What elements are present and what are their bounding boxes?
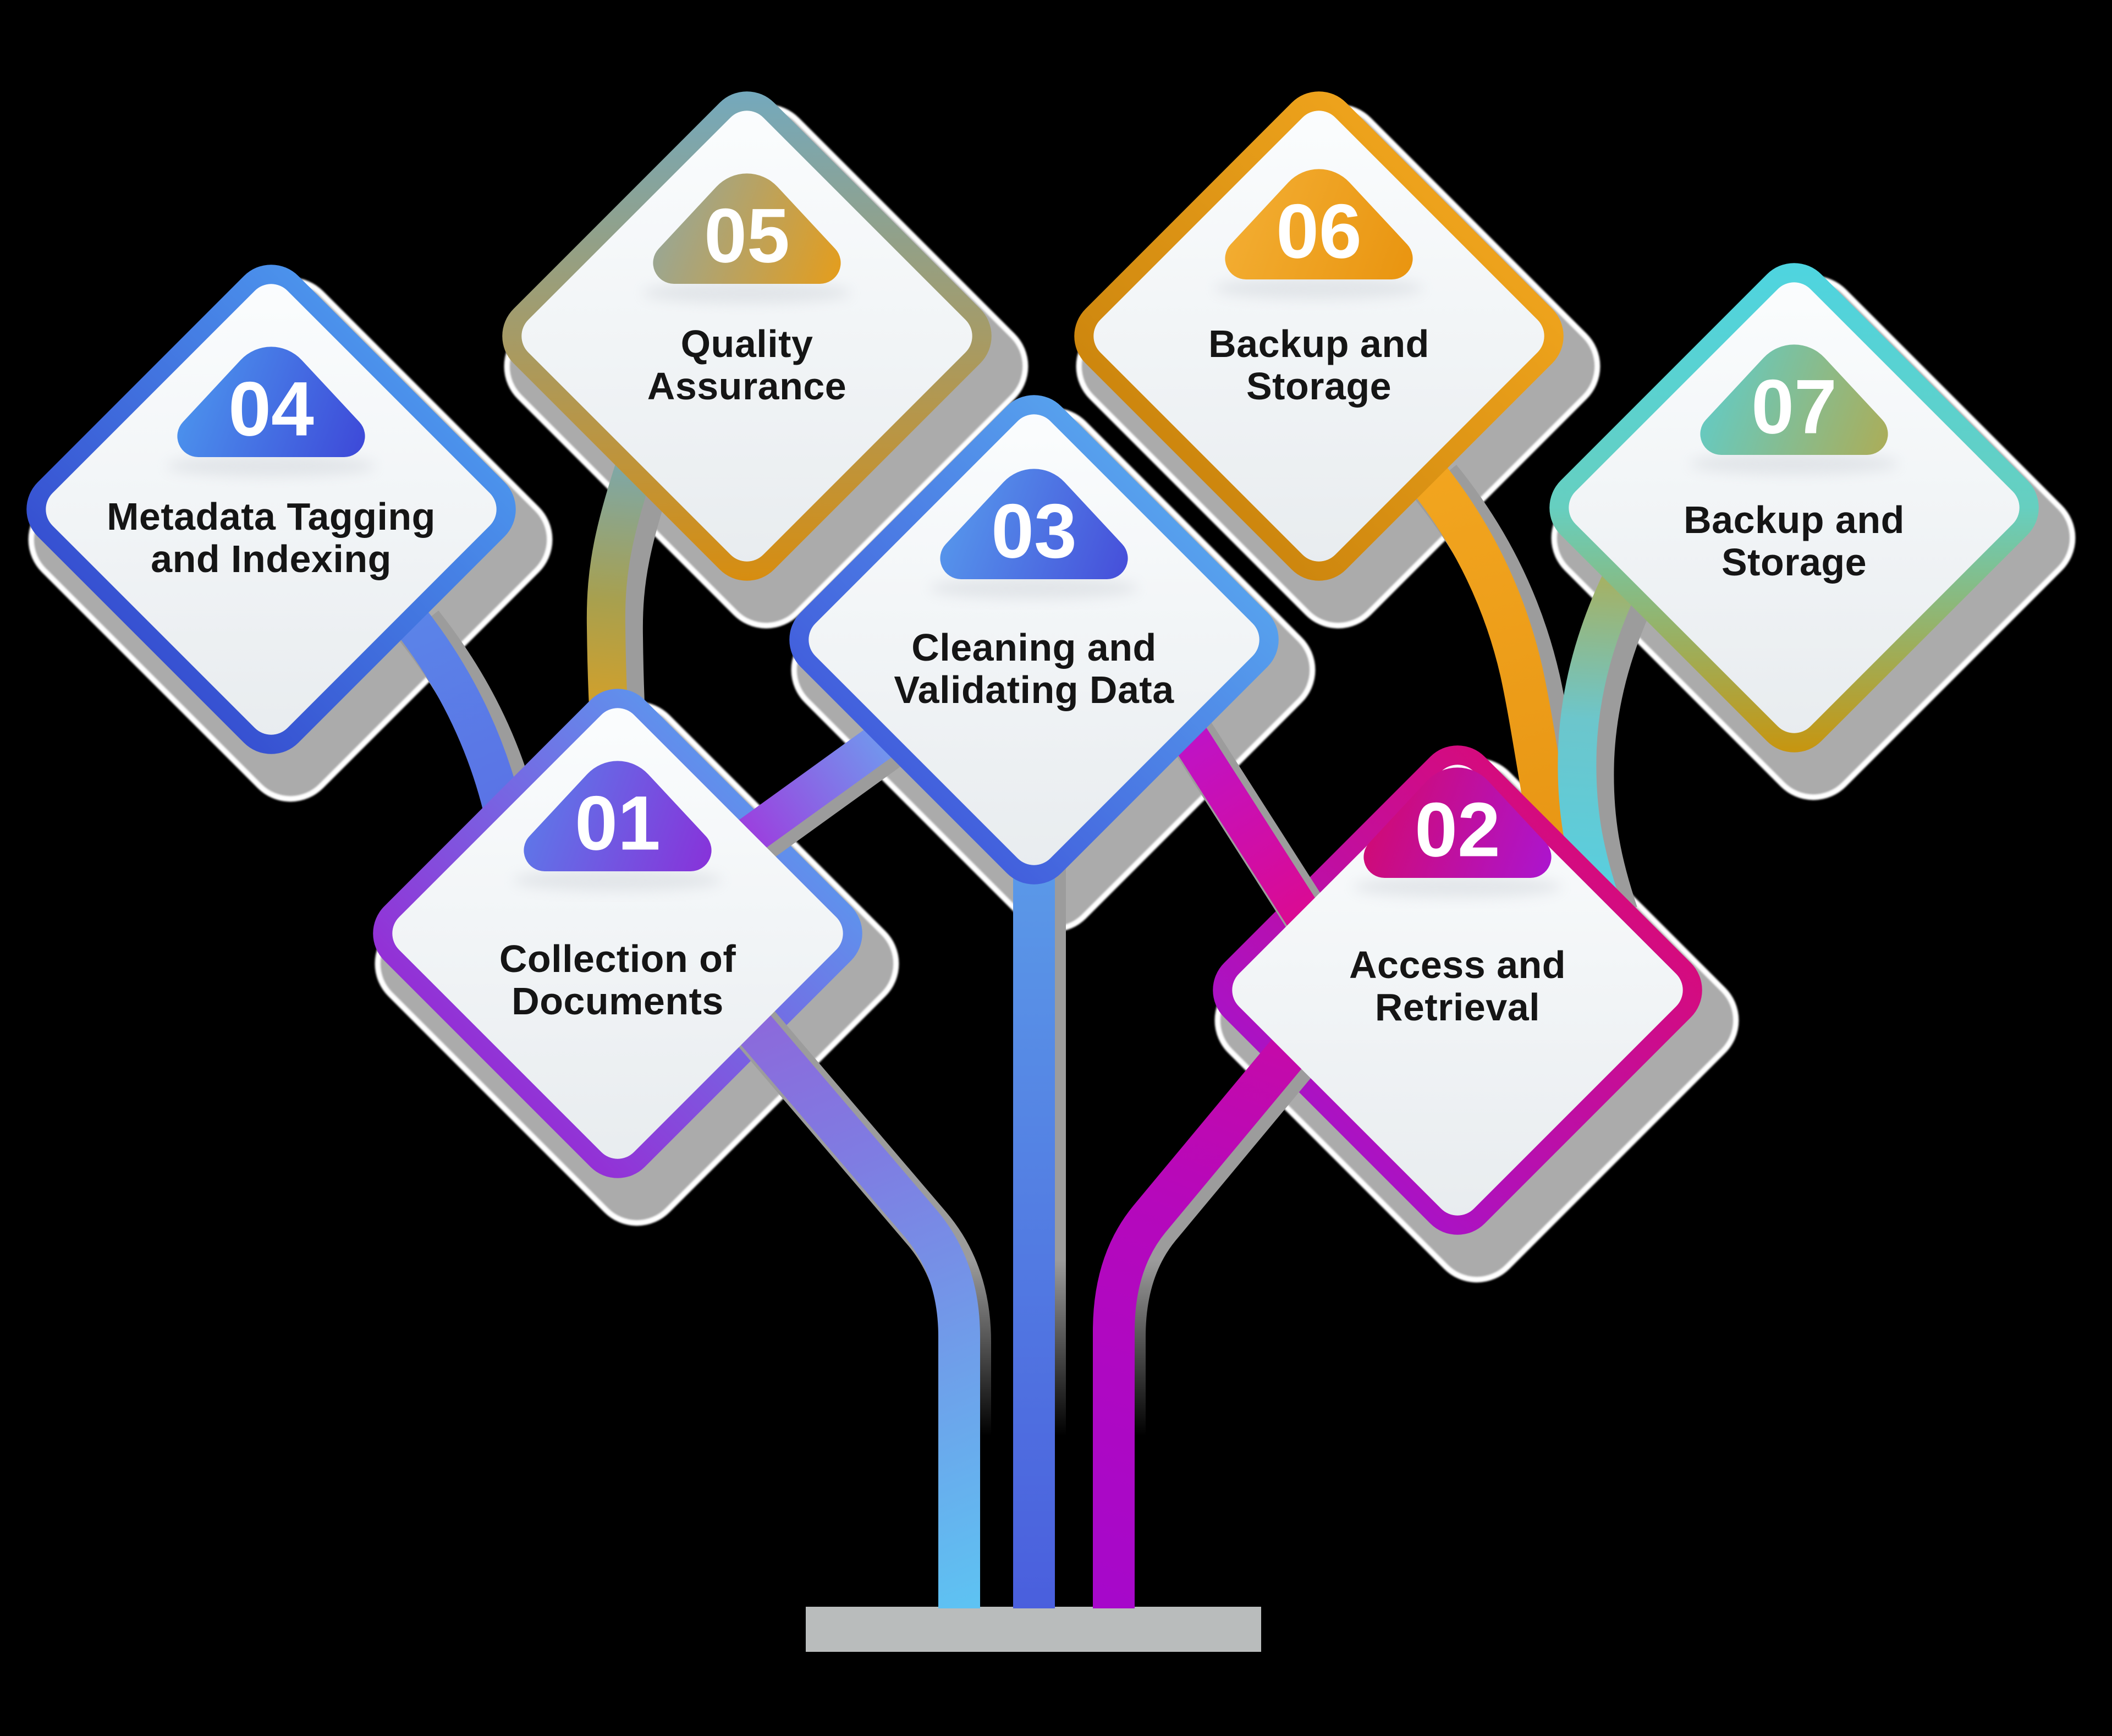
svg-text:Backup and: Backup and [1208, 322, 1429, 365]
svg-text:04: 04 [228, 366, 314, 452]
svg-text:05: 05 [704, 193, 790, 279]
svg-text:06: 06 [1276, 188, 1362, 274]
svg-text:01: 01 [575, 780, 661, 866]
svg-text:Cleaning and: Cleaning and [911, 626, 1156, 669]
svg-text:07: 07 [1751, 364, 1837, 450]
svg-text:Storage: Storage [1246, 365, 1392, 408]
svg-text:Access and: Access and [1349, 943, 1566, 986]
svg-text:Storage: Storage [1722, 541, 1867, 584]
svg-text:Quality: Quality [681, 322, 813, 365]
svg-text:Metadata Tagging: Metadata Tagging [107, 495, 436, 538]
svg-text:Assurance: Assurance [647, 365, 846, 408]
svg-text:Documents: Documents [512, 980, 724, 1023]
svg-text:Backup and: Backup and [1684, 498, 1905, 541]
svg-text:Collection of: Collection of [499, 937, 736, 980]
svg-text:02: 02 [1415, 787, 1500, 873]
svg-text:03: 03 [991, 488, 1077, 574]
svg-text:Validating Data: Validating Data [894, 668, 1174, 711]
svg-text:and Indexing: and Indexing [151, 537, 392, 580]
svg-text:Retrieval: Retrieval [1375, 986, 1540, 1029]
